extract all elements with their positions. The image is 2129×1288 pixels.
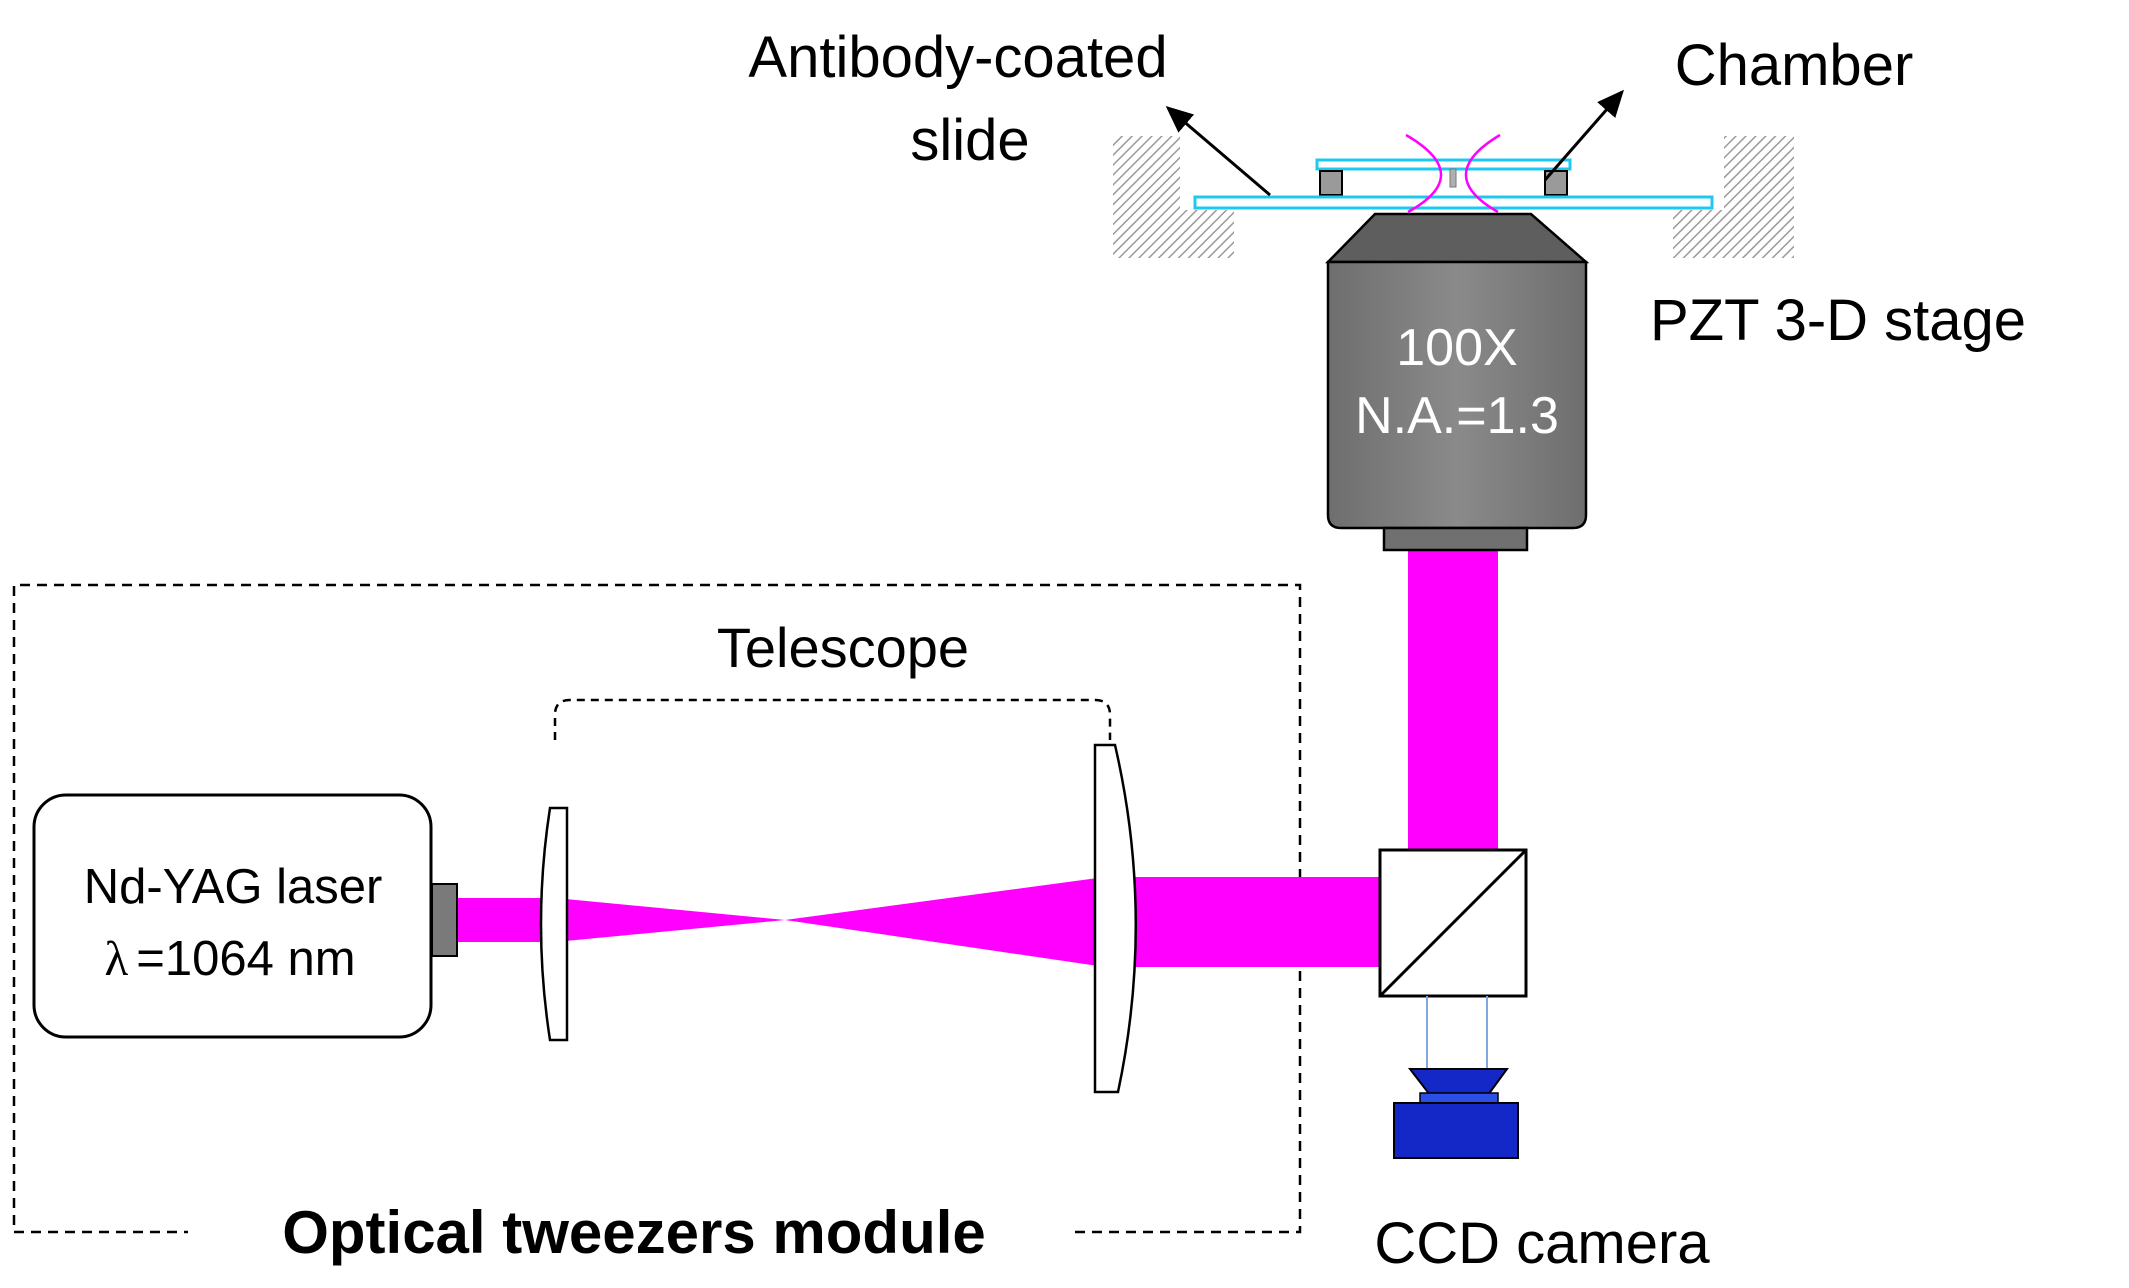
spacer-right [1544,170,1568,196]
laser-beam [455,548,1498,967]
ccd-camera: CCD camera [1374,1068,1710,1276]
beam-vertical [1408,548,1498,850]
telescope-lens-2 [1093,743,1138,1094]
camera-body [1393,1102,1519,1159]
stage-label: PZT 3-D stage [1650,288,2026,353]
objective-numerical-aperture: N.A.=1.3 [1355,387,1559,445]
laser-label-line1: Nd-YAG laser [84,860,383,914]
objective-top [1325,212,1590,264]
camera-light-path [1426,996,1488,1068]
laser-aperture [431,883,458,957]
antibody-coated-slide [1193,195,1714,210]
chamber-callout: Chamber [1543,33,1914,181]
camera-label: CCD camera [1374,1211,1710,1276]
objective-lens: 100X N.A.=1.3 [1325,212,1590,552]
objective-magnification: 100X [1396,319,1517,377]
pzt-stage: PZT 3-D stage [1113,136,2026,353]
antibody-slide-callout: Antibody-coated slide [748,25,1271,197]
optical-tweezers-module-box [12,583,1302,1234]
trapped-bead [1449,168,1457,188]
sample-slide [1193,133,1714,214]
objective-body [1326,260,1588,530]
telescope: Telescope [539,616,1138,1094]
coverslip [1315,158,1572,171]
module-label: Optical tweezers module [282,1199,986,1266]
antibody-slide-label-line1: Antibody-coated [748,25,1167,90]
laser-wavelength-value: =1064 nm [136,932,355,986]
beam-laser-to-lens1 [455,898,550,942]
nd-yag-laser: Nd-YAG laser λ=1064 nm [32,793,458,1039]
beam-converging [555,898,785,942]
spacer-left [1319,170,1343,196]
laser-housing [32,793,433,1039]
beam-splitter [1378,848,1528,998]
beam-diverging [785,877,1105,967]
stage-right [1673,136,1794,258]
telescope-lens-1 [539,806,569,1042]
stage-left [1113,136,1234,258]
laser-wavelength-line: λ=1064 nm [104,931,355,986]
camera-lens-mount [1407,1068,1509,1096]
objective-tip [1382,526,1529,552]
focused-beam-right [1464,133,1501,214]
beam-lens2-to-splitter [1118,877,1380,967]
camera-lens-ring [1419,1092,1499,1104]
telescope-label: Telescope [717,616,969,679]
chamber-label: Chamber [1675,33,1914,98]
antibody-slide-label-line2: slide [910,108,1029,173]
lambda-symbol: λ [104,931,128,986]
telescope-bracket [553,698,1112,740]
focused-beam-left [1405,133,1443,214]
